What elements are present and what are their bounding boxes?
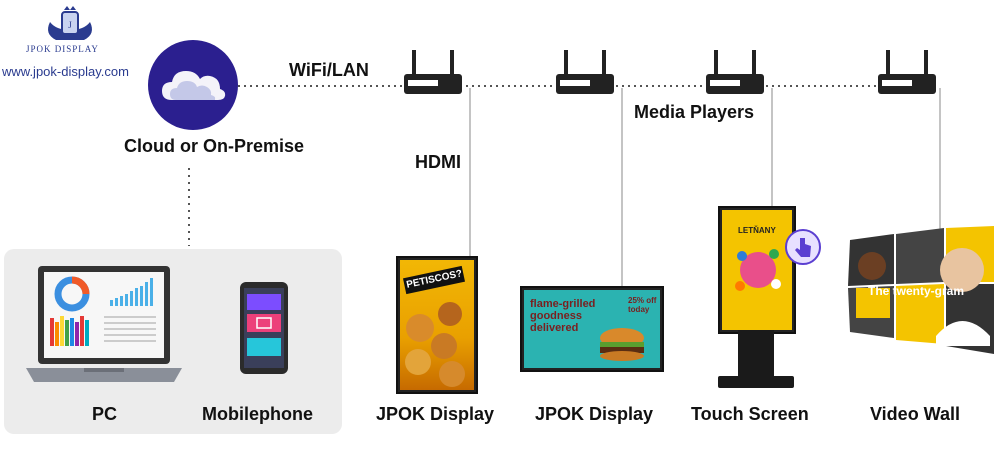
hdmi-label: HDMI bbox=[415, 152, 461, 172]
display-label-1-bold: JPOK bbox=[376, 404, 426, 424]
network-label: WiFi/LAN bbox=[289, 60, 369, 80]
display-2-screen: flame-grilled goodness delivered 25% off… bbox=[520, 286, 664, 372]
display-3-candy-graphic bbox=[735, 249, 781, 291]
display-label-2-rest: Display bbox=[584, 404, 654, 424]
display-2-badge: 25% off today bbox=[628, 296, 657, 314]
laptop-icon bbox=[26, 266, 182, 382]
display-1-food-graphic bbox=[405, 302, 465, 387]
display-label-3: Touch Screen bbox=[691, 404, 809, 425]
display-3-screen: LETŇANY bbox=[718, 206, 796, 334]
display-label-2: JPOK Display bbox=[535, 404, 653, 425]
jpok-logo: J bbox=[48, 6, 92, 40]
controller-label-pc: PC bbox=[92, 404, 118, 424]
display-1-screen: PETISCOS? bbox=[396, 256, 478, 394]
router-icon-2 bbox=[556, 50, 614, 94]
mobilephone-icon bbox=[240, 282, 288, 374]
display-4-screen-text: The twenty-gram bbox=[868, 284, 965, 298]
display-label-4-rest: Video Wall bbox=[870, 404, 961, 424]
controller-label-mobilephone: Mobilephone bbox=[202, 404, 313, 424]
video-wall-screens bbox=[848, 226, 994, 354]
cloud-label: Cloud or On-Premise bbox=[124, 136, 305, 156]
display-label-4: Video Wall bbox=[870, 404, 960, 425]
display-2-burger-graphic bbox=[600, 328, 644, 361]
router-icon-1 bbox=[404, 50, 462, 94]
kiosk-stand bbox=[718, 330, 794, 388]
media-players-label: Media Players bbox=[634, 102, 755, 122]
router-icon-4 bbox=[878, 50, 936, 94]
website-url[interactable]: www.jpok-display.com bbox=[2, 64, 129, 79]
display-label-1: JPOK Display bbox=[376, 404, 494, 425]
display-label-3-rest: Touch Screen bbox=[691, 404, 809, 424]
display-2-screen-text: flame-grilled goodness delivered bbox=[530, 298, 596, 334]
router-icon-3 bbox=[706, 50, 764, 94]
display-3-screen-text: LETŇANY bbox=[738, 226, 776, 235]
touch-hand-icon[interactable] bbox=[784, 228, 822, 266]
cloud-icon bbox=[148, 40, 238, 130]
brand-logo-text: JPOK DISPLAY bbox=[26, 44, 99, 54]
display-label-1-rest: Display bbox=[425, 404, 495, 424]
svg-text:J: J bbox=[68, 20, 72, 30]
display-label-2-bold: JPOK bbox=[535, 404, 585, 424]
